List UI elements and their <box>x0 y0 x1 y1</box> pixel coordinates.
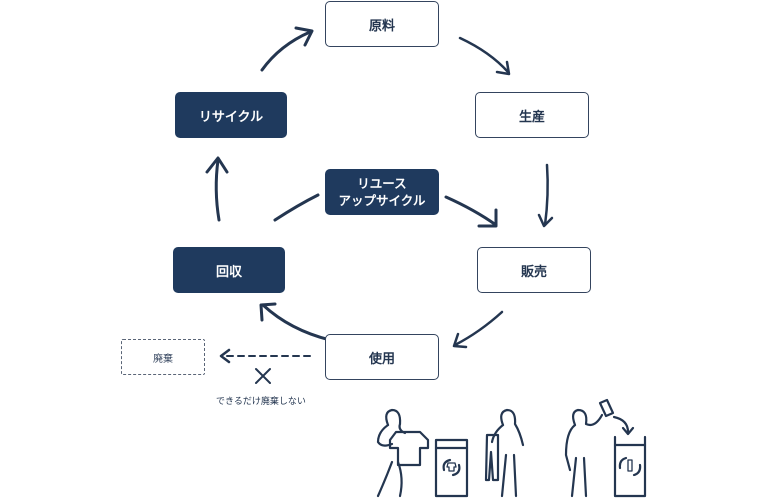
node-reuse-upcycle: リユース アップサイクル <box>325 169 439 215</box>
arrow-production-to-sales <box>537 163 554 228</box>
disposal-note: できるだけ廃棄しない <box>216 397 306 407</box>
node-label: 回収 <box>215 264 242 280</box>
node-use: 使用 <box>325 334 439 380</box>
node-label-line2: アップサイクル <box>338 193 426 208</box>
person-with-shirt-icon <box>376 408 430 498</box>
node-raw-material: 原料 <box>325 1 439 47</box>
node-production: 生産 <box>475 92 589 138</box>
arrow-collection-to-reuse <box>273 193 320 222</box>
person-with-pants-icon <box>484 408 525 498</box>
node-label: 廃棄 <box>153 353 173 365</box>
node-label: 使用 <box>368 351 395 367</box>
person-throwing-bottle-icon <box>564 398 635 498</box>
node-label-line1: リユース <box>357 176 407 191</box>
arrow-use-to-collection <box>259 302 332 342</box>
arrow-reuse-to-sales <box>444 195 498 228</box>
node-label: リサイクル <box>198 109 264 125</box>
node-label: 原料 <box>368 18 395 34</box>
arrow-recycle-to-raw <box>260 26 314 72</box>
arrow-collection-to-recycle <box>205 156 229 222</box>
arrow-sales-to-use <box>452 310 504 349</box>
cross-icon <box>255 368 271 384</box>
arrow-use-to-disposal <box>219 348 311 364</box>
node-label: 販売 <box>520 264 547 280</box>
arrow-raw-to-production <box>458 36 511 76</box>
node-recycle: リサイクル <box>175 92 287 138</box>
node-sales: 販売 <box>477 247 591 293</box>
clothing-recycle-bin-icon <box>434 438 469 498</box>
node-collection: 回収 <box>173 247 285 293</box>
node-disposal: 廃棄 <box>121 339 205 375</box>
bottle-recycle-bin-icon <box>613 435 647 498</box>
node-label: 生産 <box>518 109 545 125</box>
